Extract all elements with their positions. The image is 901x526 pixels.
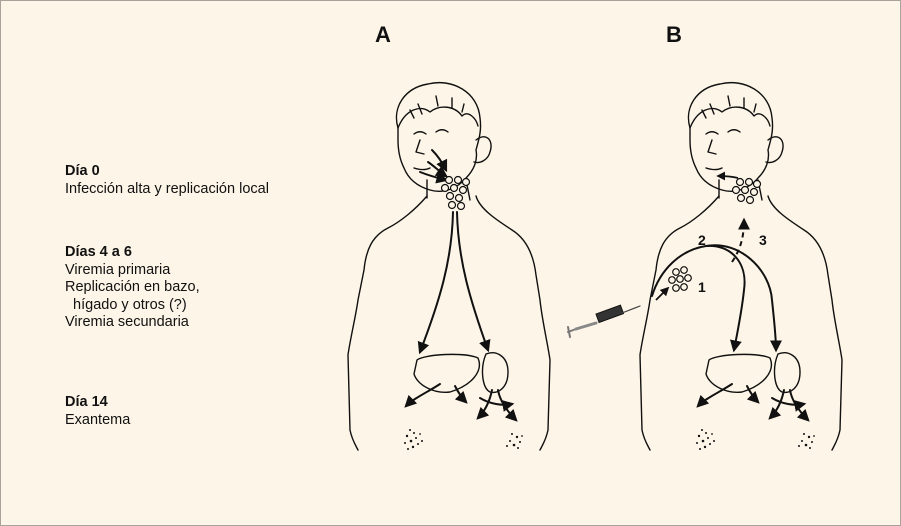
head-a <box>396 83 480 192</box>
viremia-arrows-a <box>406 212 516 420</box>
virus-cluster-a <box>442 177 470 210</box>
rash-b <box>696 429 815 450</box>
head-b <box>688 83 772 192</box>
body-outline-b <box>640 196 719 450</box>
spleen-a <box>483 353 508 393</box>
route-label-1: 1 <box>698 279 706 295</box>
virus-cluster-b-arm <box>669 267 692 292</box>
route-label-3: 3 <box>759 232 767 248</box>
injection-entry-arrow <box>656 288 668 300</box>
body-outline-a <box>348 196 427 450</box>
liver-a <box>414 354 479 392</box>
liver-b <box>706 354 771 392</box>
route-label-2: 2 <box>698 232 706 248</box>
virus-cluster-b-throat <box>733 179 761 204</box>
child-figure-a <box>348 83 550 450</box>
syringe-icon <box>568 305 640 337</box>
spleen-b <box>775 353 800 393</box>
spread-arrow-mouth-b <box>718 176 738 178</box>
rash-a <box>404 429 523 450</box>
